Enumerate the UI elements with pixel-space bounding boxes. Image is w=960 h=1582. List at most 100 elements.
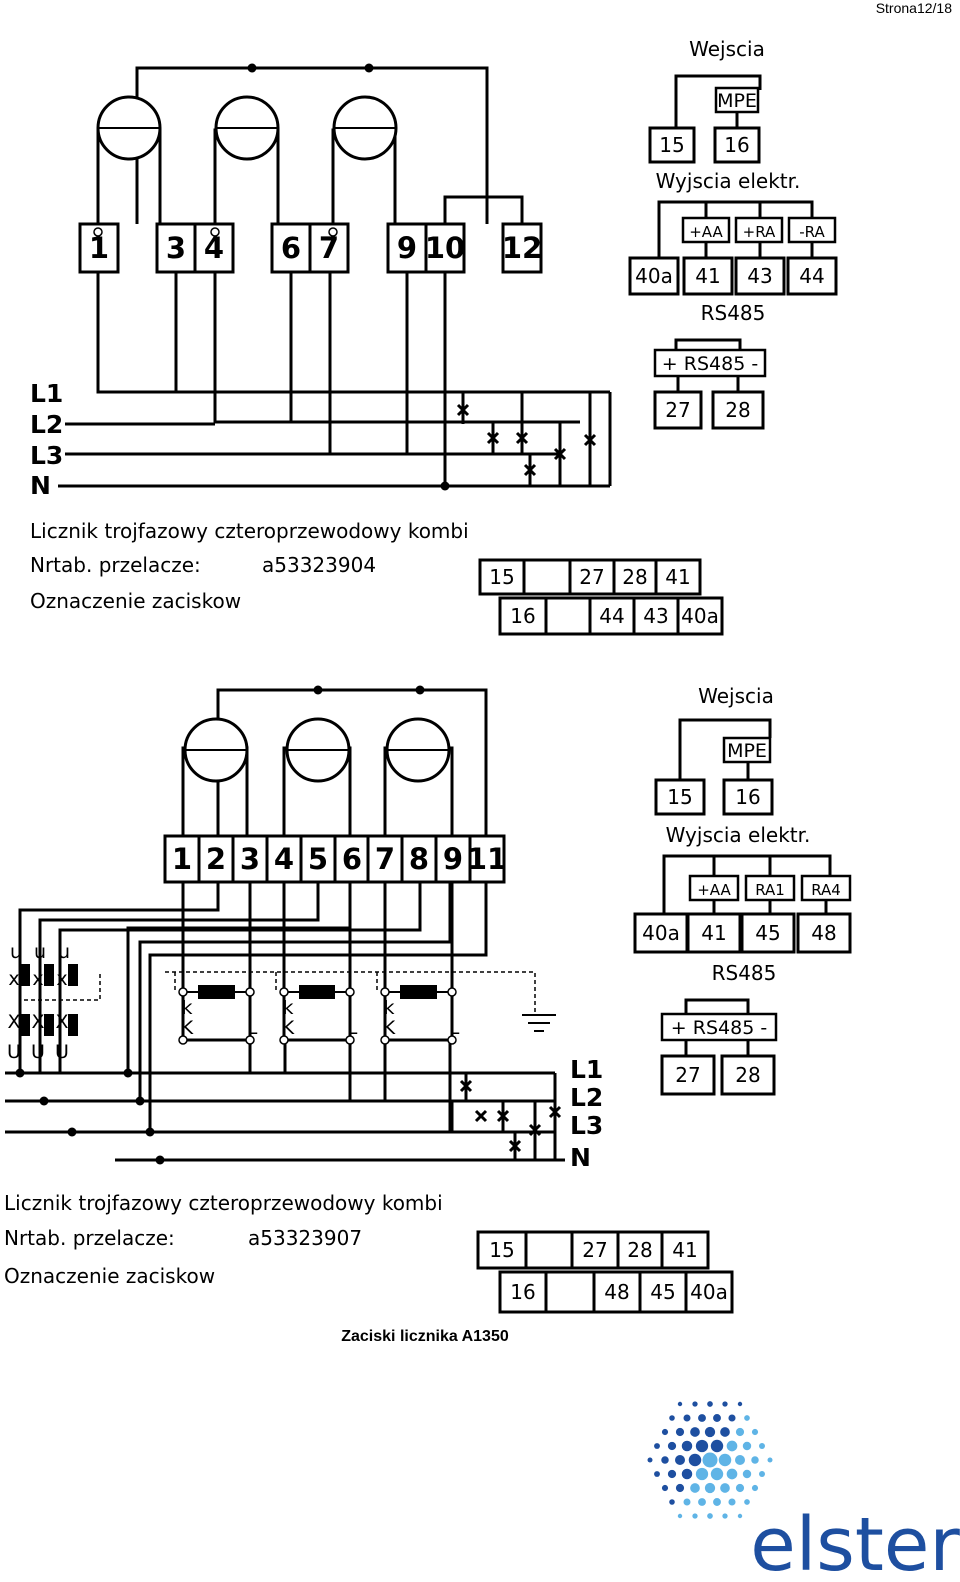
terminal-10: [424, 222, 466, 274]
ct-L-label: L: [449, 1017, 460, 1039]
desc-switch-value: a53323904: [262, 553, 376, 577]
output-term-40a-label: 40a: [642, 921, 680, 945]
logo-dot: [742, 1441, 752, 1451]
crossing-mark: [508, 1139, 522, 1153]
wire: [213, 272, 580, 424]
logo-dot: [758, 1470, 766, 1478]
connection-ring: [380, 987, 390, 997]
terminal-3: [231, 834, 269, 884]
rs485-term-28-label: 28: [725, 398, 750, 422]
logo-dot: [661, 1484, 669, 1492]
terminal-5-label: 5: [308, 842, 328, 876]
logo-dot: [751, 1456, 759, 1464]
output-term-44-label: 44: [799, 264, 824, 288]
logo-dot: [735, 1427, 745, 1437]
table1-row2-cell: [632, 596, 680, 636]
terminal-2: [197, 834, 235, 884]
desc-terminals-label: Oznaczenie zaciskow: [4, 1264, 215, 1288]
terminal-3-label: 3: [240, 842, 260, 876]
output-signal-0: [681, 216, 731, 244]
wire: [135, 66, 489, 224]
wire: [443, 195, 524, 224]
crossing-mark: [496, 1109, 510, 1123]
table2-row1-cell-label: 27: [582, 1238, 607, 1262]
logo-dot: [654, 1443, 660, 1449]
line-label-L2: L2: [570, 1083, 603, 1112]
output-term-40a: [628, 256, 680, 296]
output-signal-0: [688, 874, 740, 902]
table1-row1-cell: [568, 558, 616, 596]
logo-dot: [702, 1452, 718, 1468]
terminal-11: [468, 834, 506, 884]
connection-ring: [279, 987, 289, 997]
inputs-title: Wejscia: [698, 684, 774, 708]
logo-dot: [726, 1440, 738, 1452]
input-term-15-label: 15: [659, 133, 684, 157]
table1-row2-cell: [588, 596, 636, 636]
connection-ring: [210, 227, 220, 237]
logo-dot: [722, 1401, 728, 1407]
rs485-box-label: + RS485 -: [662, 353, 758, 375]
crossing-mark: [456, 403, 470, 417]
wire: [58, 882, 422, 1074]
crossing-mark: [523, 463, 537, 477]
ct-k-label: k: [181, 997, 192, 1019]
junction-dot: [247, 63, 257, 73]
input-term-15-label: 15: [667, 785, 692, 809]
junction-dot: [313, 685, 323, 695]
logo-dot: [690, 1483, 700, 1493]
input-term-16-label: 16: [735, 785, 760, 809]
table1-row1-cell: [654, 558, 702, 596]
input-term-15: [654, 778, 706, 816]
desc-terminals-label: Oznaczenie zaciskow: [30, 589, 241, 613]
table1-row1-cell-label: 28: [622, 565, 647, 589]
ct-l-label: l: [449, 997, 454, 1019]
crossing-mark: [548, 1105, 562, 1119]
line-label-L3: L3: [30, 441, 63, 470]
table2-row1-cell-label: 28: [627, 1238, 652, 1262]
output-term-45: [740, 912, 796, 954]
page-number: Strona12/18: [875, 0, 952, 16]
logo-dot: [713, 1414, 721, 1422]
vt-U-label: U: [31, 1041, 45, 1063]
mpe-box-label: MPE: [717, 90, 757, 112]
terminal-1-label: 1: [172, 842, 192, 876]
output-term-48: [796, 912, 852, 954]
ct-K-label: K: [282, 1017, 295, 1039]
logo-dot: [758, 1442, 766, 1450]
outputs-title: Wyjscia elektr.: [666, 823, 811, 847]
connection-ring: [279, 1035, 289, 1045]
table2-row1-cell: [616, 1230, 664, 1270]
logo-dot: [735, 1455, 745, 1465]
input-term-16-label: 16: [724, 133, 749, 157]
logo-dot: [737, 1401, 743, 1407]
logo-dot: [661, 1428, 669, 1436]
output-signal-0-label: +AA: [697, 881, 731, 899]
crossing-mark: [515, 431, 529, 445]
terminal-11-label: 11: [467, 842, 507, 876]
vt-secondary-2: [44, 1014, 54, 1036]
vt-U-label: U: [7, 1041, 21, 1063]
ct-k-label: k: [282, 997, 293, 1019]
terminal-4-label: 4: [204, 231, 224, 265]
output-signal-2-label: RA4: [811, 881, 841, 899]
connection-ring: [178, 1035, 188, 1045]
table1-row2-cell: [544, 596, 592, 636]
crossing-mark: [459, 1079, 473, 1093]
vt-u-label: u: [10, 941, 22, 963]
logo-dot: [654, 1471, 660, 1477]
wire: [674, 74, 762, 130]
line-label-N: N: [570, 1143, 591, 1172]
output-signal-1: [734, 216, 784, 244]
logo-dot: [728, 1414, 736, 1422]
logo-dot: [683, 1414, 691, 1422]
input-term-15: [648, 126, 696, 164]
table2-row2-cell: [684, 1270, 734, 1314]
logo-dot: [677, 1401, 683, 1407]
connection-ring: [93, 227, 103, 237]
logo-dot: [692, 1513, 698, 1519]
crossing-mark: [583, 433, 597, 447]
table1-row1-cell-label: 15: [489, 565, 514, 589]
ct-coil-1: [198, 985, 235, 999]
wire: [138, 882, 452, 1102]
